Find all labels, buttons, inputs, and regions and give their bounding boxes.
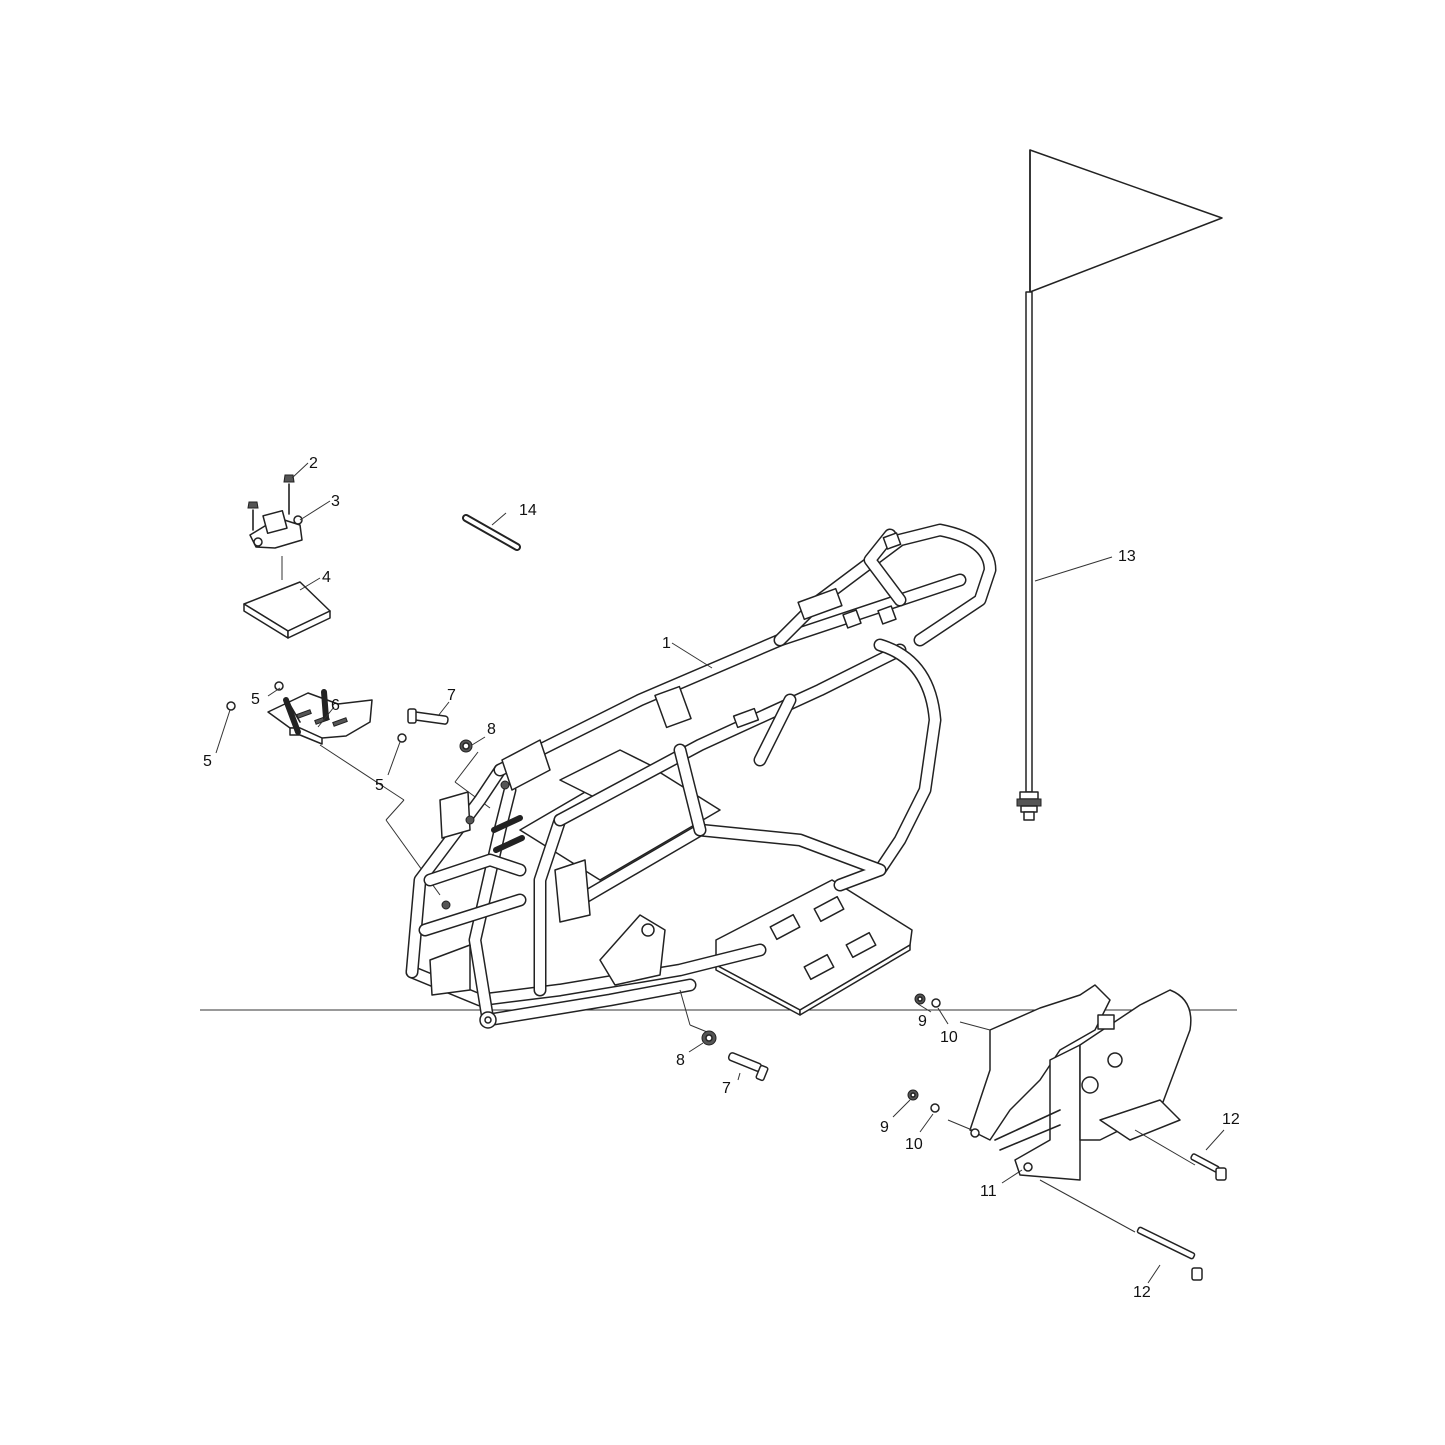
callout-5-left: 5 [203,753,212,770]
callout-12-upper: 12 [1222,1111,1240,1128]
skid-plate-part [226,681,441,896]
callout-13: 13 [1118,548,1136,565]
lower-bolt-part [701,1030,769,1082]
callout-2: 2 [309,455,318,472]
callout-7-upper: 7 [447,687,456,704]
callout-5-top: 5 [251,691,260,708]
callout-9-lower: 9 [880,1119,889,1136]
pad-part [243,581,331,639]
callout-7-lower: 7 [722,1080,731,1097]
callout-14: 14 [519,502,537,519]
leader-lines [215,462,1225,1284]
washers-nuts-part [907,993,941,1113]
callout-3: 3 [331,493,340,510]
callout-8-upper: 8 [487,721,496,738]
long-bolts-part [1039,1129,1227,1281]
callout-6: 6 [331,697,340,714]
callout-10-upper: 10 [940,1029,958,1046]
upper-bolt-part [407,708,491,809]
safety-flag-part [1016,149,1223,821]
bracket-part [247,474,303,580]
callout-1: 1 [662,635,671,652]
callout-4: 4 [322,569,331,586]
callout-11: 11 [980,1183,997,1200]
callout-9-upper: 9 [918,1013,927,1030]
callout-10-lower: 10 [905,1136,923,1153]
rear-bracket-part [969,984,1192,1181]
callout-8-lower: 8 [676,1052,685,1069]
callout-12-lower: 12 [1133,1284,1151,1301]
rod-part [462,514,521,551]
main-frame-part [405,523,997,1035]
callout-labels: 1 2 3 4 5 5 5 6 7 7 8 8 9 9 10 10 11 12 … [203,455,1240,1301]
callout-5-right: 5 [375,777,384,794]
